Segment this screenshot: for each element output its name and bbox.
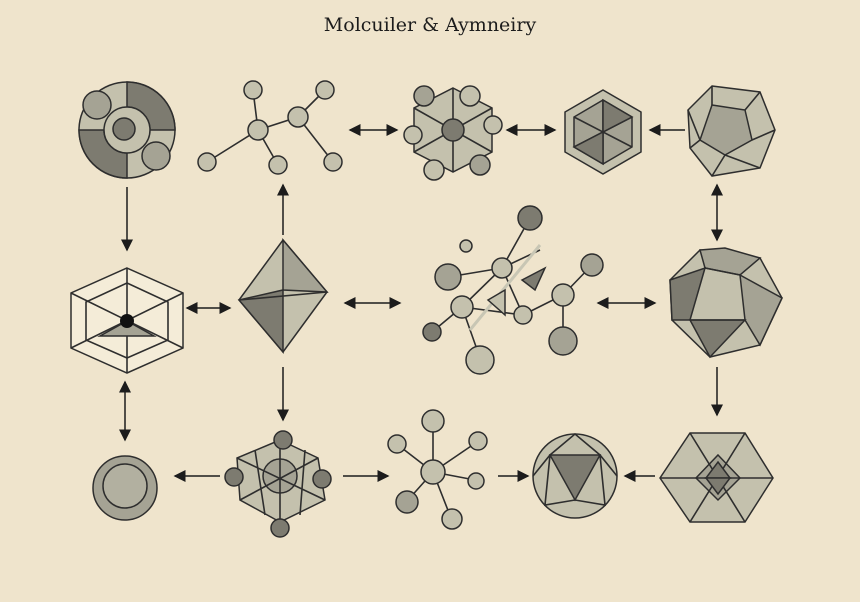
node-disc xyxy=(92,455,158,521)
node-caged-polyhedron xyxy=(224,430,332,538)
node-nested-hexagon xyxy=(659,432,774,523)
node-octahedron xyxy=(237,237,329,355)
node-truncated-polyhedron xyxy=(669,247,783,359)
node-hexagon-prism xyxy=(564,89,642,175)
node-segmented-circle xyxy=(78,81,176,179)
node-star-molecule xyxy=(387,409,488,530)
node-geodesic-sphere xyxy=(532,432,618,519)
diagram-title: Molcuiler & Aymneiry xyxy=(323,14,537,36)
node-branched-molecule xyxy=(197,80,343,175)
node-hexagon-wireframe xyxy=(70,267,184,374)
connector-arrows xyxy=(119,124,723,482)
node-hexagonal-cage xyxy=(403,85,503,181)
node-rhombic-polyhedron xyxy=(687,85,776,177)
node-molecular-cluster xyxy=(422,205,604,375)
